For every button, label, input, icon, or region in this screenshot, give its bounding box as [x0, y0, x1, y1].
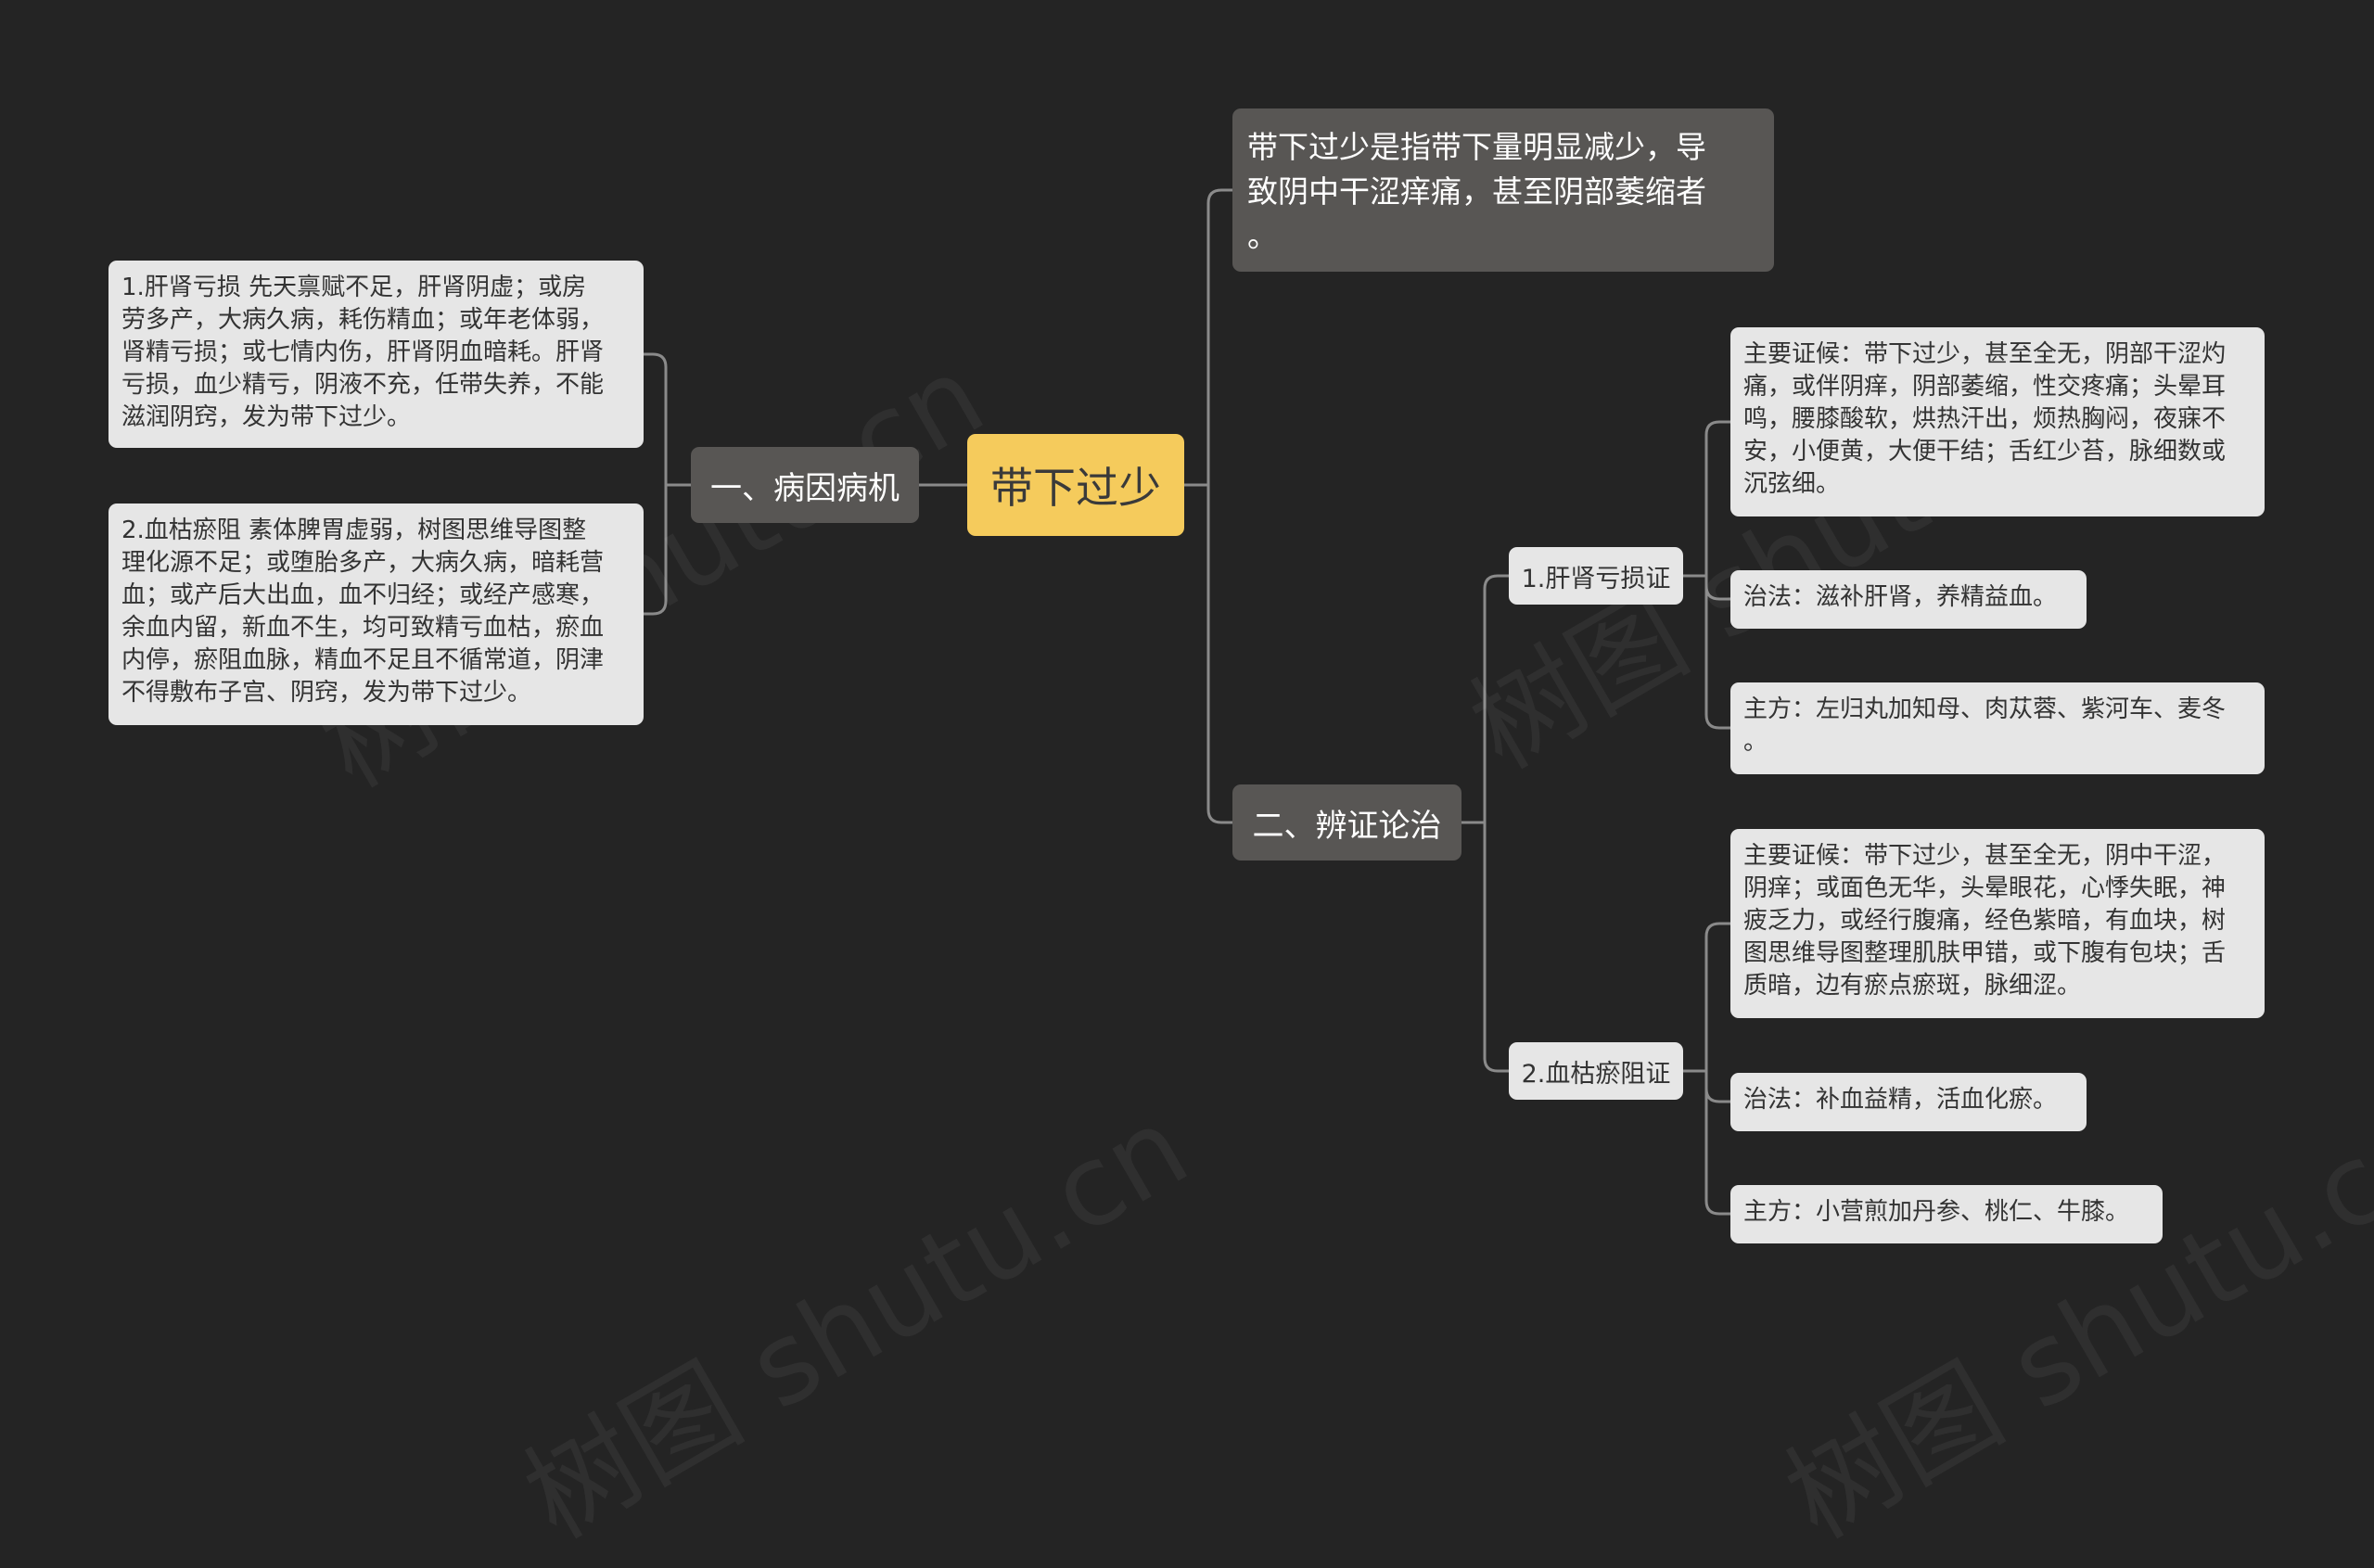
connector-lines	[644, 188, 1730, 1216]
sub-node-liver-kidney-syndrome[interactable]: 1.肝肾亏损证	[1509, 547, 1683, 605]
link-syndrome2-detail3	[1683, 1069, 1730, 1216]
leaf-node-syndrome1-method[interactable]: 治法：滋补肝肾，养精益血。	[1730, 570, 2087, 629]
branch-node-etiology[interactable]: 一、病因病机	[691, 447, 919, 523]
link-treatment-syndrome1	[1461, 574, 1509, 824]
link-root-treatment	[1184, 483, 1232, 824]
link-root-definition	[1184, 188, 1232, 487]
definition-node[interactable]: 带下过少是指带下量明显减少，导 致阴中干涩痒痛，甚至阴部萎缩者 。	[1232, 108, 1774, 272]
leaf-node-syndrome2-formula[interactable]: 主方：小营煎加丹参、桃仁、牛膝。	[1730, 1185, 2163, 1243]
leaf-node-liver-kidney-cause[interactable]: 1.肝肾亏损 先天禀赋不足，肝肾阴虚；或房 劳多产，大病久病，耗伤精血；或年老体…	[108, 261, 644, 448]
branch-node-treatment[interactable]: 二、辨证论治	[1232, 784, 1461, 860]
link-etiology-leaf1	[644, 352, 691, 487]
link-syndrome1-detail1	[1683, 420, 1730, 578]
mindmap-canvas: 树图 shutu.cn 树图 shutu.cn 树图 shutu.cn 树图 s…	[108, 108, 2374, 1563]
root-node[interactable]: 带下过少	[967, 434, 1184, 536]
link-syndrome2-detail1	[1683, 922, 1730, 1073]
link-etiology-leaf2	[644, 483, 691, 616]
leaf-node-syndrome1-symptoms[interactable]: 主要证候：带下过少，甚至全无，阴部干涩灼 痛，或伴阴痒，阴部萎缩，性交疼痛；头晕…	[1730, 327, 2265, 516]
leaf-node-syndrome1-formula[interactable]: 主方：左归丸加知母、肉苁蓉、紫河车、麦冬 。	[1730, 682, 2265, 774]
link-syndrome1-detail3	[1683, 574, 1730, 730]
leaf-node-blood-stasis-cause[interactable]: 2.血枯瘀阻 素体脾胃虚弱，树图思维导图整 理化源不足；或堕胎多产，大病久病，暗…	[108, 504, 644, 725]
sub-node-blood-stasis-syndrome[interactable]: 2.血枯瘀阻证	[1509, 1042, 1683, 1100]
link-treatment-syndrome2	[1461, 821, 1509, 1073]
leaf-node-syndrome2-method[interactable]: 治法：补血益精，活血化瘀。	[1730, 1073, 2087, 1131]
leaf-node-syndrome2-symptoms[interactable]: 主要证候：带下过少，甚至全无，阴中干涩， 阴痒；或面色无华，头晕眼花，心悸失眠，…	[1730, 829, 2265, 1018]
